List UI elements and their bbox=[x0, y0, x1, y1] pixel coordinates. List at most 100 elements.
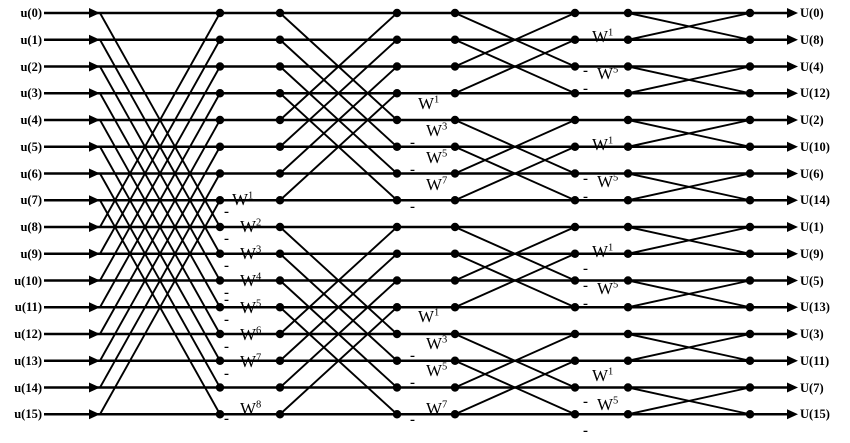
node-stage-2-c1-r12 bbox=[450, 329, 460, 339]
output-label-0: U(0) bbox=[800, 6, 824, 20]
minus-sign-stage-1-4: - bbox=[224, 312, 229, 328]
node-stage-1-c0-r4 bbox=[215, 115, 225, 125]
node-stage-2-c1-r2 bbox=[450, 62, 460, 71]
twiddle-stage-2-4: W1 bbox=[418, 308, 439, 325]
node-stage-4-c0-r5 bbox=[745, 142, 755, 151]
cross-s4-9-to-8 bbox=[627, 226, 751, 255]
input-arrowhead-1 bbox=[89, 34, 100, 45]
node-stage-2-c0-r11 bbox=[392, 303, 402, 312]
twiddle-exponent: 3 bbox=[442, 334, 448, 346]
node-stage-2-c0-r13 bbox=[392, 356, 402, 365]
output-arrowhead-5 bbox=[787, 141, 798, 152]
cross-s3-3-to-1 bbox=[454, 38, 576, 95]
node-stage-4-c0-r2 bbox=[745, 62, 755, 71]
node-stage-1-c1-r8 bbox=[275, 222, 285, 232]
twiddle-base: W bbox=[418, 307, 435, 326]
node-stage-4-c0-r0 bbox=[745, 8, 755, 18]
node-stage-4-c0-r14 bbox=[745, 383, 755, 392]
minus-sign-stage-2-6: - bbox=[410, 375, 415, 391]
node-stage-1-c0-r3 bbox=[215, 89, 225, 98]
output-label-12: U(3) bbox=[800, 327, 824, 341]
twiddle-exponent: 8 bbox=[256, 399, 262, 411]
node-stage-3-c1-r11 bbox=[623, 303, 633, 312]
input-arrowhead-9 bbox=[89, 248, 100, 259]
node-stage-2-c0-r6 bbox=[392, 169, 402, 178]
input-label-14: u(14) bbox=[14, 380, 42, 395]
minus-sign-stage-2-2: - bbox=[410, 162, 415, 178]
twiddle-exponent: 3 bbox=[442, 121, 448, 133]
node-stage-2-c0-r15 bbox=[392, 410, 402, 419]
node-stage-1-c1-r5 bbox=[275, 142, 285, 151]
node-stage-2-c1-r7 bbox=[450, 196, 460, 205]
input-arrowhead-0 bbox=[89, 8, 100, 18]
twiddle-stage-3-4: W1 bbox=[592, 243, 613, 260]
cross-s2-7-to-3 bbox=[279, 92, 398, 201]
twiddle-base: W bbox=[592, 27, 609, 46]
output-arrowhead-10 bbox=[787, 275, 798, 286]
minus-sign-extra-stage-1-1: - bbox=[224, 292, 229, 308]
input-arrowhead-15 bbox=[89, 409, 100, 420]
input-label-9: u(9) bbox=[20, 246, 42, 261]
node-stage-2-c0-r2 bbox=[392, 62, 402, 71]
twiddle-stage-1-0: W1 bbox=[232, 191, 253, 208]
cross-s4-5-to-4 bbox=[627, 119, 751, 148]
node-stage-3-c1-r15 bbox=[623, 410, 633, 419]
cross-s2-4-to-0 bbox=[279, 12, 398, 121]
node-stage-1-c1-r10 bbox=[275, 276, 285, 285]
output-label-11: U(13) bbox=[800, 300, 830, 315]
node-stage-3-c0-r2 bbox=[570, 62, 580, 71]
node-stage-1-c1-r12 bbox=[275, 329, 285, 339]
output-arrowhead-4 bbox=[787, 115, 798, 125]
node-stage-2-c1-r4 bbox=[450, 115, 460, 125]
twiddle-exponent: 5 bbox=[613, 172, 619, 184]
minus-sign-extra-stage-3-4: - bbox=[583, 261, 588, 277]
node-stage-3-c1-r3 bbox=[623, 89, 633, 98]
input-label-0: u(0) bbox=[20, 6, 42, 20]
cross-s3-10-to-8 bbox=[454, 226, 576, 282]
input-arrowhead-2 bbox=[89, 61, 100, 72]
node-stage-2-c0-r5 bbox=[392, 142, 402, 151]
node-stage-2-c0-r14 bbox=[392, 383, 402, 392]
butterfly-nodes bbox=[215, 8, 755, 419]
twiddle-base: W bbox=[597, 172, 614, 191]
node-stage-2-c1-r6 bbox=[450, 169, 460, 178]
twiddle-base: W bbox=[240, 352, 257, 371]
cross-s1-13-to-5 bbox=[99, 146, 221, 362]
output-arrowhead-11 bbox=[787, 302, 798, 313]
node-stage-3-c1-r12 bbox=[623, 329, 633, 339]
twiddle-base: W bbox=[592, 242, 609, 261]
output-arrowhead-7 bbox=[787, 195, 798, 206]
node-stage-3-c0-r12 bbox=[570, 329, 580, 339]
node-stage-4-c0-r10 bbox=[745, 276, 755, 285]
input-label-15: u(15) bbox=[14, 407, 42, 422]
node-stage-3-c0-r8 bbox=[570, 222, 580, 232]
minus-sign-stage-2-7: - bbox=[410, 412, 415, 428]
twiddle-exponent: 3 bbox=[256, 244, 262, 256]
cross-s4-13-to-12 bbox=[627, 333, 751, 362]
twiddle-stage-2-1: W3 bbox=[426, 122, 447, 139]
node-stage-3-c0-r3 bbox=[570, 89, 580, 98]
node-stage-2-c1-r1 bbox=[450, 35, 460, 44]
twiddle-exponent: 7 bbox=[442, 399, 448, 411]
cross-s2-13-to-9 bbox=[279, 253, 398, 362]
cross-s3-11-to-9 bbox=[454, 252, 576, 309]
node-stage-3-c0-r11 bbox=[570, 303, 580, 312]
node-stage-1-c0-r9 bbox=[215, 249, 225, 258]
output-label-14: U(7) bbox=[800, 380, 824, 395]
twiddle-stage-3-6: W1 bbox=[592, 367, 613, 384]
node-stage-3-c0-r5 bbox=[570, 142, 580, 151]
twiddle-stage-3-3: W5 bbox=[597, 173, 618, 190]
output-arrowhead-14 bbox=[787, 382, 798, 393]
node-stage-3-c0-r15 bbox=[570, 410, 580, 419]
output-label-4: U(2) bbox=[800, 113, 824, 127]
input-arrowhead-8 bbox=[89, 222, 100, 232]
horizontal-rails bbox=[44, 11, 790, 416]
node-stage-1-c0-r7 bbox=[215, 196, 225, 205]
twiddle-base: W bbox=[426, 148, 443, 167]
node-stage-2-c0-r9 bbox=[392, 249, 402, 258]
input-arrowhead-3 bbox=[89, 88, 100, 99]
twiddle-stage-2-2: W5 bbox=[426, 149, 447, 166]
input-arrowhead-13 bbox=[89, 355, 100, 366]
node-stage-4-c0-r1 bbox=[745, 35, 755, 44]
